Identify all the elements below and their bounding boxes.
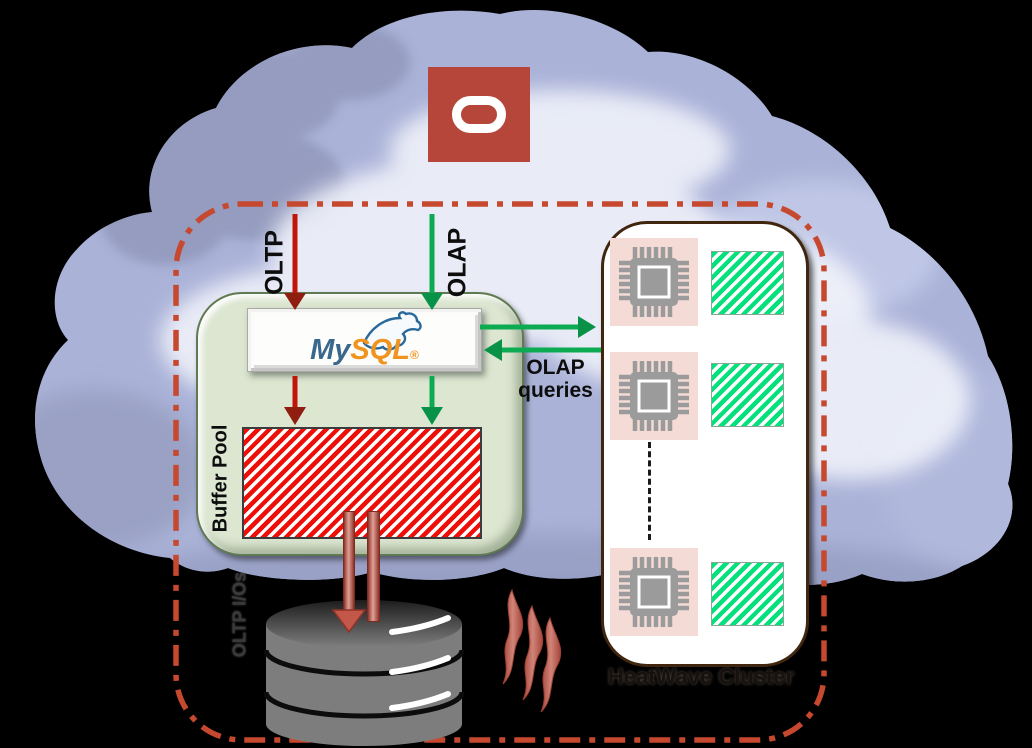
disk-io-flame-icon	[502, 589, 562, 713]
mysql-wordmark-my: My	[310, 334, 351, 366]
cluster-node-connector	[648, 442, 651, 540]
olap-to-buffer-arrow	[421, 376, 443, 425]
heatwave-cluster-label: HeatWave Cluster	[607, 664, 795, 689]
mysql-wordmark-sql: SQL	[350, 334, 411, 366]
cpu-chip-icon	[610, 352, 698, 440]
cpu-chip-icon	[610, 548, 698, 636]
database-cylinder-icon	[263, 600, 465, 746]
mysql-registered-mark: ®	[410, 348, 419, 362]
oracle-o-icon	[452, 96, 506, 133]
oltp-label: OLTP	[260, 230, 289, 295]
olap-label: OLAP	[443, 227, 472, 298]
oltp-io-pipe-arrowhead	[331, 609, 367, 634]
oracle-logo	[428, 67, 530, 162]
mysql-wordmark: MySQL®	[248, 334, 481, 367]
oltp-to-buffer-arrow	[284, 376, 306, 425]
oltp-io-pipe	[367, 511, 380, 622]
olap-queries-line2: queries	[518, 379, 593, 402]
mysql-to-heatwave-arrow	[480, 316, 596, 338]
olap-queries-line1: OLAP	[526, 356, 585, 379]
mysql-logo-box: MySQL®	[247, 308, 482, 372]
olap-arrow	[421, 214, 443, 310]
mysql-dolphin-icon	[362, 311, 422, 351]
buffer-pool-hatch	[242, 427, 482, 539]
oltp-io-pipe	[343, 511, 355, 613]
heatwave-data-partition	[711, 562, 784, 626]
oltp-arrow	[284, 214, 306, 310]
oltp-ios-label: OLTP I/Os	[229, 571, 250, 658]
cpu-chip-icon	[610, 238, 698, 326]
heatwave-data-partition	[711, 251, 784, 315]
heatwave-data-partition	[711, 363, 784, 427]
olap-queries-label: OLAP queries	[508, 356, 603, 402]
heatwave-return-arrow	[484, 339, 601, 361]
